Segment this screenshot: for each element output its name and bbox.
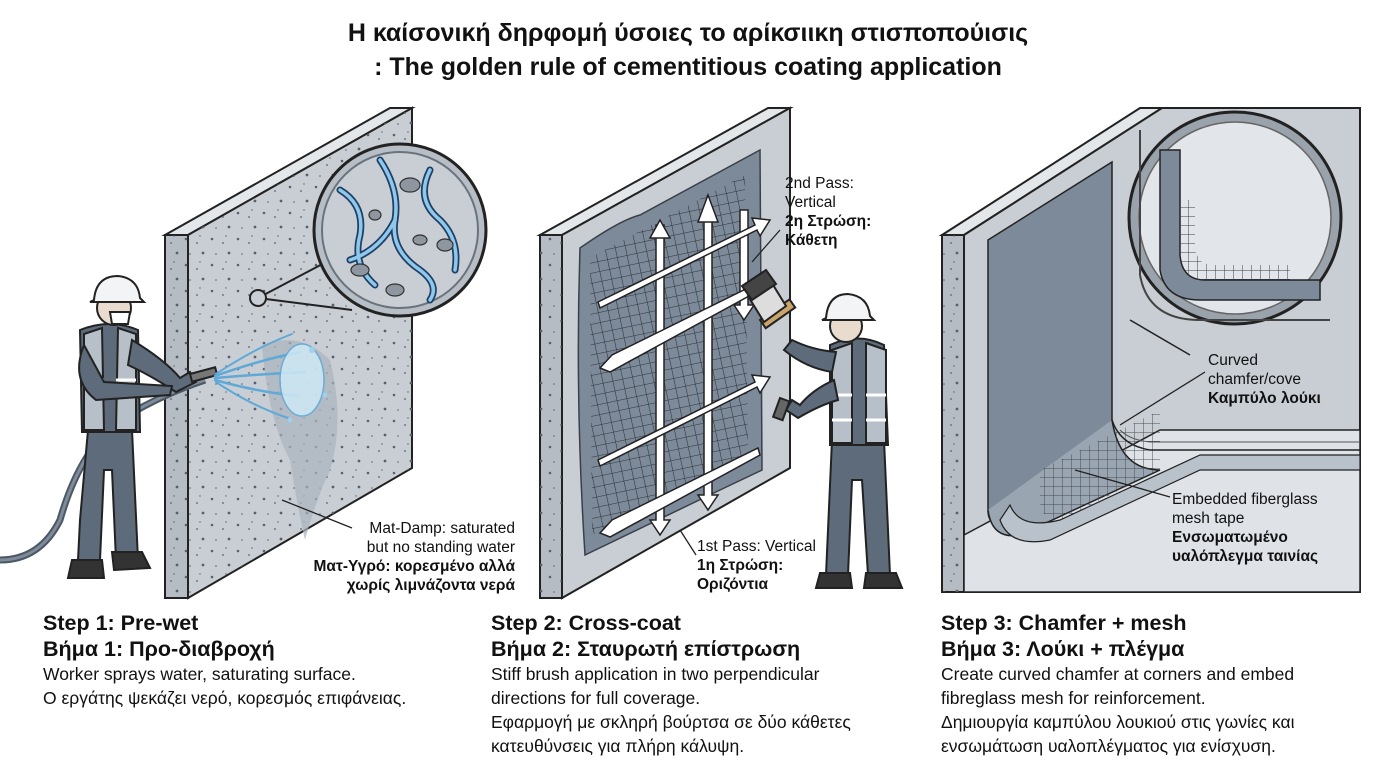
page-subtitle: : The golden rule of cementitious coatin…	[374, 53, 1002, 81]
brush-icon	[740, 268, 797, 330]
step-1-desc-en: Worker sprays water, saturating surface.	[43, 664, 356, 684]
mesh-tape-label: Embedded fiberglass mesh tape Ενσωματωμέ…	[1172, 491, 1319, 565]
step-1-heading-en: Step 1: Pre-wet	[43, 611, 199, 635]
leader-line-mesh	[1074, 469, 1171, 498]
horizontal-pass-arrows	[597, 217, 772, 538]
leader-line-1st-pass	[679, 529, 697, 556]
step-3-heading-en: Step 3: Chamfer + mesh	[941, 611, 1187, 635]
vertical-pass-arrows	[648, 192, 756, 537]
page-title: Η καίσονική δηρφομή ύσοιες το αρίκσιικη …	[347, 19, 1029, 47]
step-1-heading-gr: Βήμα 1: Προ-διαβροχή	[43, 637, 275, 661]
mat-damp-callout: Mat-Damp: saturated but no standing wate…	[313, 520, 516, 594]
leader-line-chamfer	[1119, 371, 1206, 426]
magnifier-porous-surface	[249, 142, 488, 318]
step-3-desc-gr-2: ενσωμάτωση υαλοπλέγματος για ενίσχυση.	[941, 736, 1276, 756]
step-2-desc-en-2: directions for full coverage.	[491, 688, 701, 708]
step-3: Step 3: Chamfer + mesh Βήμα 3: Λούκι + π…	[941, 610, 1371, 758]
step-3-heading-gr: Βήμα 3: Λούκι + πλέγμα	[941, 637, 1185, 661]
worker-spraying	[0, 274, 219, 579]
leader-line-mat-damp	[281, 499, 353, 529]
step-3-desc-gr-1: Δημιουργία καμπύλου λουκιού στις γωνίες …	[941, 712, 1295, 732]
step-2-desc-en-1: Stiff brush application in two perpendic…	[491, 664, 820, 684]
chamfer-label: Curved chamfer/cove Καμπύλο λούκι	[1208, 352, 1321, 407]
second-pass-label: 2nd Pass: Vertical 2η Στρώση: Κάθετη	[785, 175, 872, 249]
step-2-desc-gr-1: Εφαρμογή με σκληρή βούρτσα σε δύο κάθετε…	[491, 712, 851, 732]
water-spray	[213, 333, 328, 423]
step-2-desc-gr-2: κατευθύνσεις για πλήρη κάλυψη.	[491, 736, 745, 756]
step-2-heading-en: Step 2: Cross-coat	[491, 611, 681, 635]
step-2: Step 2: Cross-coat Βήμα 2: Σταυρωτή επίσ…	[491, 610, 921, 758]
step-2-heading-gr: Βήμα 2: Σταυρωτή επίστρωση	[491, 637, 801, 661]
leader-line-2nd-pass	[751, 229, 781, 263]
step-3-desc-en-1: Create curved chamfer at corners and emb…	[941, 664, 1295, 684]
step-3-desc-en-2: fibreglass mesh for reinforcement.	[941, 688, 1206, 708]
coating-direction-arrows	[597, 192, 772, 538]
worker-brushing	[740, 268, 904, 589]
first-pass-label: 1st Pass: Vertical 1η Στρώση: Οριζόντια	[697, 538, 816, 593]
magnifier-chamfer-mesh	[1127, 110, 1343, 356]
step-1: Step 1: Pre-wet Βήμα 1: Προ-διαβροχή Wor…	[43, 610, 473, 710]
step-1-desc-gr: Ο εργάτης ψεκάζει νερό, κορεσμός επιφάνε…	[43, 688, 407, 708]
